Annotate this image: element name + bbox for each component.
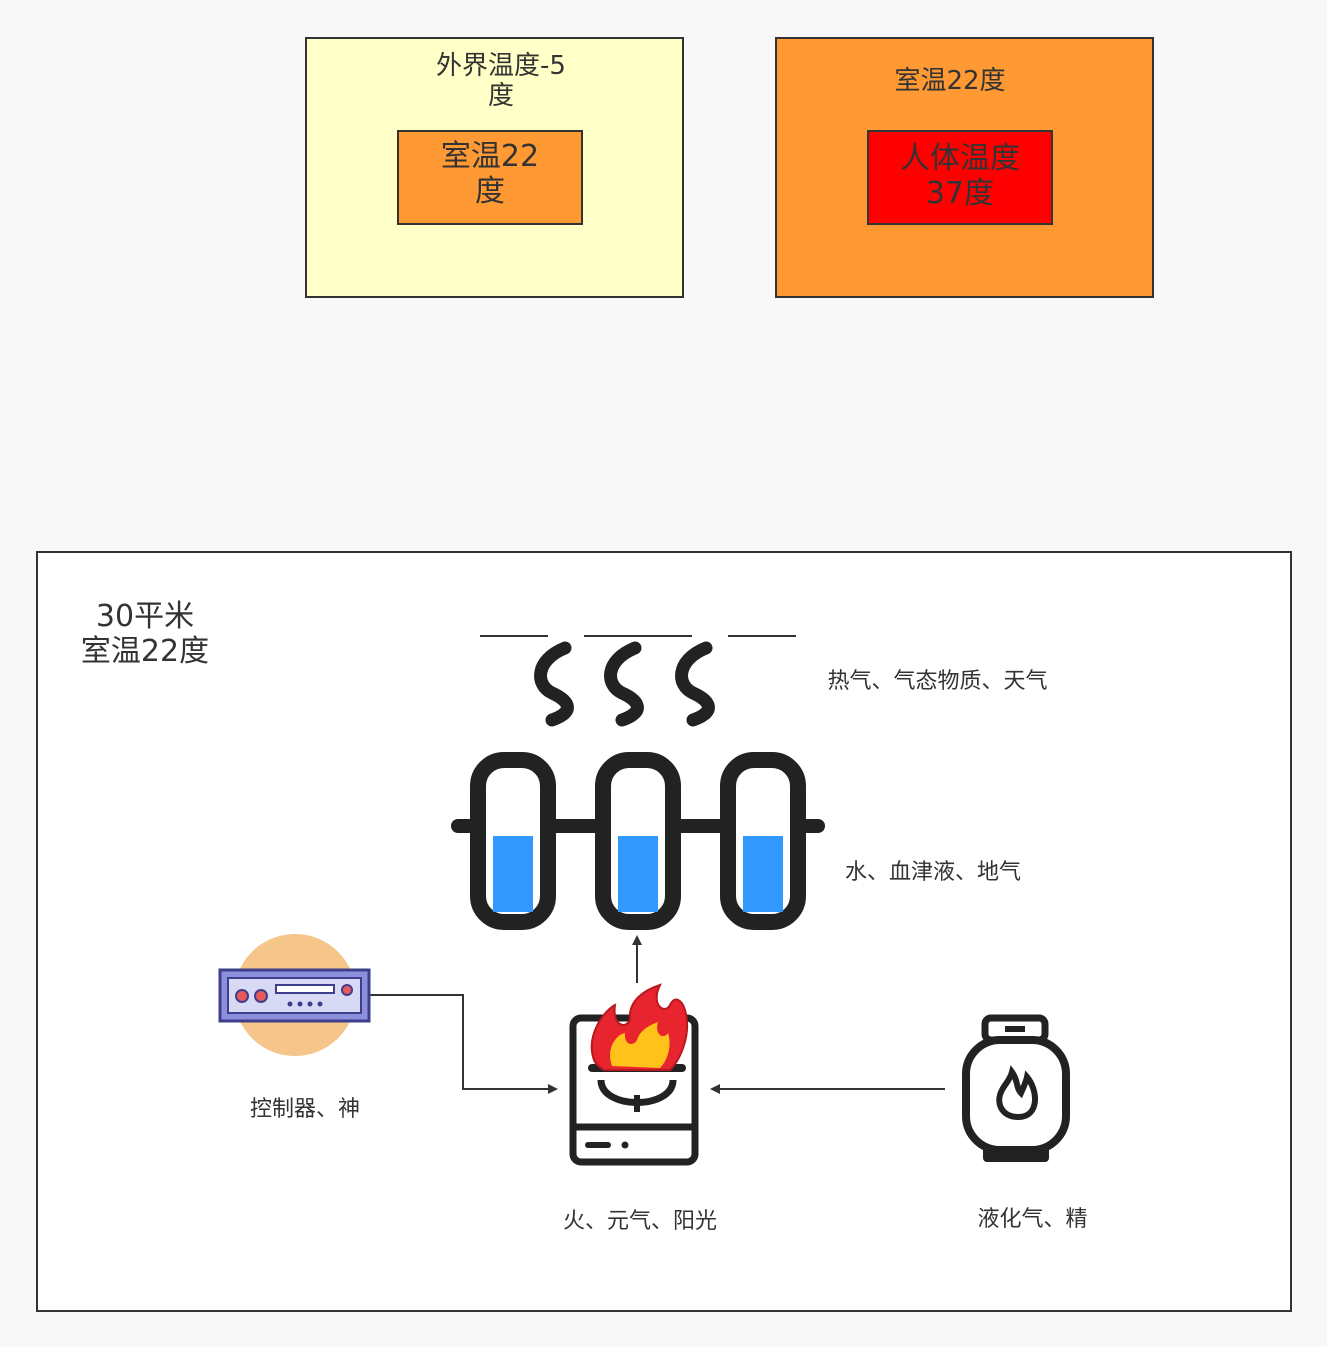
body-temperature-label: 人体温度 37度 xyxy=(900,141,1020,211)
room-container xyxy=(36,551,1292,1312)
stove-fire-icon xyxy=(569,983,699,1166)
room-temperature-inner-label: 室温22 度 xyxy=(440,139,540,209)
radiator-label: 水、血津液、地气 xyxy=(844,860,1021,885)
steam-icon xyxy=(534,641,715,727)
controller-to-stove-connector xyxy=(370,994,558,1094)
stove-label: 火、元气、阳光 xyxy=(562,1209,717,1234)
radiator-icon xyxy=(451,752,825,930)
room-temperature-label: 室温22度 xyxy=(894,66,1006,96)
outside-temperature-label: 外界温度-5 度 xyxy=(436,51,566,111)
room-title: 30平米 室温22度 xyxy=(80,599,210,669)
room-temperature-inner-box xyxy=(397,130,583,225)
steam-label: 热气、气态物质、天气 xyxy=(827,669,1048,694)
thermostat-controller-icon xyxy=(218,934,371,1056)
controller-label: 控制器、神 xyxy=(249,1097,360,1122)
gas-tank-icon xyxy=(962,1014,1070,1162)
gas-tank-label: 液化气、精 xyxy=(977,1207,1088,1232)
body-temperature-box xyxy=(867,130,1053,225)
room-temperature-box xyxy=(775,37,1154,298)
